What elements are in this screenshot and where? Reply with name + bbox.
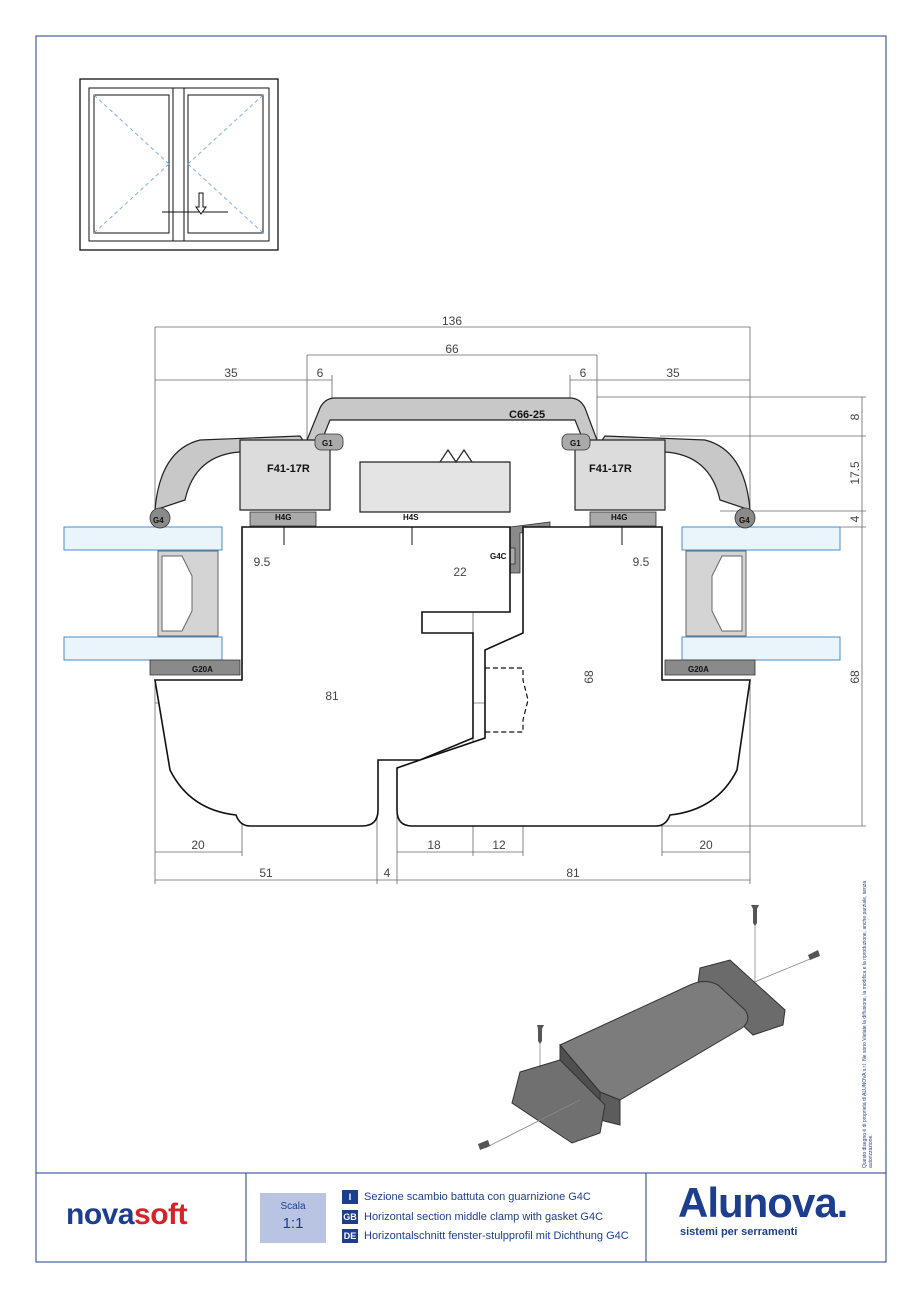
dim-right-gap: 6: [580, 366, 587, 380]
profile-f41-17r-right: [574, 439, 666, 511]
glass-pane-right-lower: [681, 636, 841, 661]
label-f41-17r-right: F41-17R: [589, 463, 632, 475]
dim-right-outer: 35: [666, 366, 680, 380]
glass-pane-right-upper: [681, 526, 841, 551]
dim-right-h3: 4: [848, 515, 862, 522]
glass-pane-left-lower: [63, 636, 223, 661]
novasoft-logo-part-2: soft: [134, 1198, 188, 1231]
screw-left: [537, 1025, 544, 1044]
dim-overall: 136: [442, 314, 462, 328]
dim-inner: 66: [445, 342, 459, 356]
exploded-3d-view: [478, 905, 820, 1150]
screw-top: [751, 905, 759, 926]
description-it: I Sezione scambio battuta con guarnizione…: [342, 1190, 591, 1204]
description-de-text: Horizontalschnitt fenster-stulpprofil mi…: [364, 1230, 629, 1242]
dim-bottom-c1: 18: [427, 838, 441, 852]
sheet-border: [35, 35, 887, 1263]
glass-pane-left-upper: [63, 526, 223, 551]
description-gb: GB Horizontal section middle clamp with g…: [342, 1210, 603, 1224]
dim-bottom-total-left: 51: [259, 866, 273, 880]
dim-bottom-total-right: 81: [566, 866, 580, 880]
alunova-logo-text: Alunova.: [678, 1179, 848, 1226]
label-g20a-left: G20A: [192, 665, 213, 674]
description-de: DE Horizontalschnitt fenster-stulpprofil …: [342, 1229, 629, 1243]
sash-left-section: [154, 526, 511, 827]
alunova-logo: Alunova. sistemi per serramenti: [678, 1179, 888, 1239]
copyright-note: Questo disegno è di proprietà di ALUNOVA…: [862, 880, 874, 1168]
label-h4g-right: H4G: [611, 513, 627, 522]
dim-bottom-c2: 12: [492, 838, 506, 852]
alunova-tagline: sistemi per serramenti: [680, 1226, 798, 1238]
horizontal-section-drawing: [63, 326, 866, 884]
window-elevation-icon: [79, 78, 279, 251]
profile-bar-3d: [559, 981, 749, 1101]
screw-right: [808, 950, 820, 960]
dim-center-offset: 22: [453, 565, 467, 579]
dim-bottom-left-inner: 20: [191, 838, 205, 852]
profile-center-h4s: [359, 461, 511, 513]
label-h4g-left: H4G: [275, 513, 291, 522]
dim-left-height: 81: [325, 689, 339, 703]
scale-box: Scala 1:1: [260, 1193, 326, 1243]
lang-code-gb: GB: [342, 1210, 358, 1224]
scale-value: 1:1: [282, 1215, 304, 1232]
label-c66-25: C66-25: [509, 409, 545, 421]
lang-code-de: DE: [342, 1229, 358, 1243]
sash-right-section: [396, 526, 751, 827]
dim-left-gap: 6: [317, 366, 324, 380]
label-h4s: H4S: [403, 513, 419, 522]
profile-c66-25: [306, 397, 598, 446]
description-gb-text: Horizontal section middle clamp with gas…: [364, 1211, 604, 1223]
dim-bottom-right-inner: 20: [699, 838, 713, 852]
scale-label: Scala: [280, 1201, 306, 1212]
label-g20a-right: G20A: [688, 665, 709, 674]
dim-bottom-gap: 4: [384, 866, 391, 880]
dim-left-outer: 35: [224, 366, 238, 380]
label-g1-right: G1: [570, 439, 581, 448]
dim-right-h1: 8: [848, 413, 862, 420]
label-g4-right: G4: [739, 516, 750, 525]
novasoft-logo-part-1: nova: [66, 1198, 135, 1231]
screw-bottom: [478, 1140, 490, 1150]
dim-right-h2: 17.5: [848, 461, 862, 485]
label-g1-left: G1: [322, 439, 333, 448]
label-g4c: G4C: [490, 552, 507, 561]
dim-left-glass-offset: 9.5: [254, 555, 271, 569]
novasoft-logo: novasoft: [66, 1198, 188, 1232]
end-cap-left: [511, 1059, 606, 1144]
dim-center-height: 68: [582, 670, 596, 684]
description-it-text: Sezione scambio battuta con guarnizione …: [364, 1191, 591, 1203]
lang-code-it: I: [342, 1190, 358, 1204]
profile-f41-17r-left: [239, 439, 331, 511]
label-f41-17r-left: F41-17R: [267, 463, 310, 475]
dim-right-height: 68: [848, 670, 862, 684]
dim-right-glass-offset: 9.5: [633, 555, 650, 569]
label-g4-left: G4: [153, 516, 164, 525]
